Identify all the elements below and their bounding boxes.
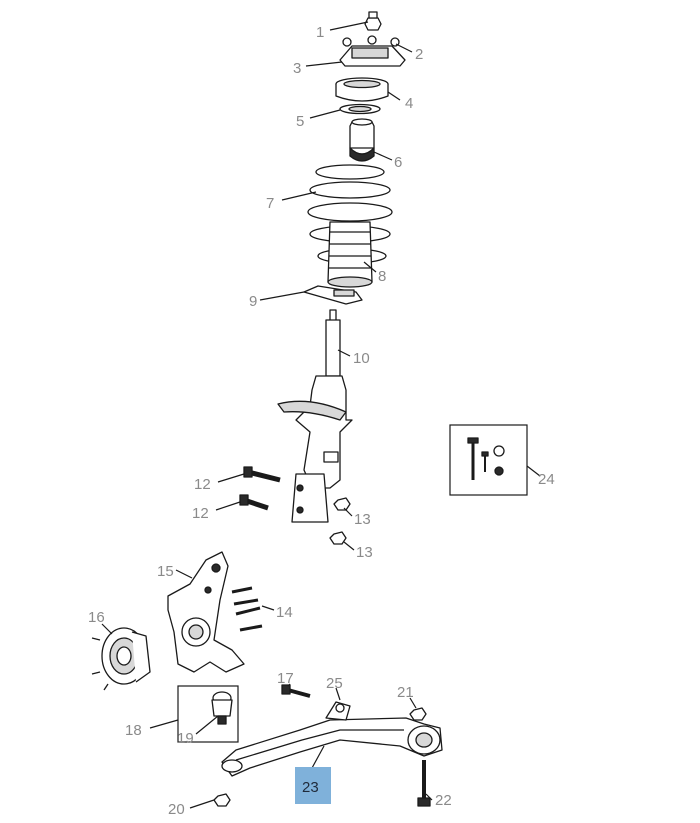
bearing-plate [335, 77, 389, 102]
arm-nut-rear [409, 707, 427, 721]
callout-5[interactable]: 5 [296, 113, 304, 130]
strut-nut-upper [333, 497, 351, 511]
callout-21[interactable]: 21 [397, 684, 414, 701]
upper-isolator [339, 103, 381, 115]
callout-16[interactable]: 16 [88, 609, 105, 626]
callout-13-lower[interactable]: 13 [356, 544, 373, 561]
callout-10[interactable]: 10 [353, 350, 370, 367]
hardware-kit [467, 437, 505, 480]
callout-4[interactable]: 4 [405, 95, 413, 112]
callout-20[interactable]: 20 [168, 801, 185, 818]
hub-bearing [91, 627, 151, 691]
callout-1[interactable]: 1 [316, 24, 324, 41]
callout-3[interactable]: 3 [293, 60, 301, 77]
callout-labels: 1 2 3 4 5 6 7 8 9 10 12 12 13 13 14 15 1… [88, 24, 555, 818]
strut-body [277, 375, 353, 523]
dust-boot [327, 221, 373, 288]
hardware-kit-box [449, 424, 528, 496]
callout-24[interactable]: 24 [538, 471, 555, 488]
strut-bolt-lower [239, 494, 269, 511]
callout-17[interactable]: 17 [277, 670, 294, 687]
callout-14[interactable]: 14 [276, 604, 293, 621]
callout-23-highlight [295, 767, 331, 804]
callout-18[interactable]: 18 [125, 722, 142, 739]
lower-isolator [303, 285, 363, 305]
callout-15[interactable]: 15 [157, 563, 174, 580]
arm-bolt-front [281, 684, 311, 698]
callout-6[interactable]: 6 [394, 154, 402, 171]
callout-2[interactable]: 2 [415, 46, 423, 63]
strut-nut-lower [329, 531, 347, 545]
callout-7[interactable]: 7 [266, 195, 274, 212]
leader-lines [101, 21, 541, 809]
callout-22[interactable]: 22 [435, 792, 452, 809]
upper-mount [339, 35, 406, 67]
strut-rod [325, 309, 341, 377]
arm-bolt-rear [417, 760, 431, 807]
callout-13-upper[interactable]: 13 [354, 511, 371, 528]
strut-bolt-upper [243, 466, 281, 483]
steering-knuckle [167, 551, 245, 673]
callout-19[interactable]: 19 [177, 730, 194, 747]
jounce-bumper [349, 118, 375, 162]
arm-nut-front [213, 793, 231, 807]
callout-25[interactable]: 25 [326, 675, 343, 692]
top-nut [364, 11, 382, 31]
lower-control-arm [221, 701, 443, 777]
callout-23[interactable]: 23 [302, 779, 319, 796]
callout-12-upper[interactable]: 12 [194, 476, 211, 493]
callout-8[interactable]: 8 [378, 268, 386, 285]
callout-9[interactable]: 9 [249, 293, 257, 310]
ball-joint-box [177, 685, 239, 743]
callout-12-lower[interactable]: 12 [192, 505, 209, 522]
knuckle-bolts [231, 586, 263, 632]
ball-joint [211, 691, 233, 725]
